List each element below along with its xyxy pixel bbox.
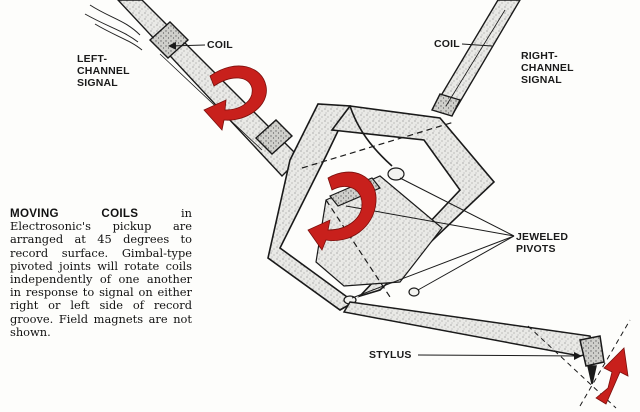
magnet-block (301, 121, 455, 301)
figure-caption: MOVING COILS in Electrosonic's pickup ar… (10, 206, 192, 339)
stylus-motion-arrow (595, 347, 629, 405)
label-jeweled-pivots-line-1: JEWELED (516, 231, 569, 243)
label-left-channel-line-1: LEFT- (77, 53, 108, 65)
label-left-channel-line-3: SIGNAL (77, 77, 118, 89)
caption-lead: MOVING COILS (10, 207, 139, 220)
label-stylus: STYLUS (369, 349, 412, 361)
label-left-channel-line-2: CHANNEL (77, 65, 130, 77)
caption-body: in Electrosonic's pickup are arranged at… (10, 206, 192, 339)
label-right-channel-line-1: RIGHT- (521, 50, 558, 62)
label-right-channel-line-2: CHANNEL (521, 62, 574, 74)
right-coil-arm (431, 0, 521, 117)
label-coil-left: COIL (207, 39, 233, 51)
left-coil-rotation-arrow (203, 65, 267, 131)
label-coil-right: COIL (434, 38, 460, 50)
label-jeweled-pivots-line-2: PIVOTS (516, 243, 556, 255)
center-coil-rotation-arrow (307, 171, 377, 251)
label-jeweled-pivots: JEWELED PIVOTS (516, 231, 568, 255)
red-rotation-arrows (203, 65, 629, 405)
gimbal-frame (267, 103, 496, 311)
left-coil-arm (117, 0, 301, 178)
label-right-channel-line-3: SIGNAL (521, 74, 562, 86)
label-right-channel-signal: RIGHT- CHANNEL SIGNAL (521, 50, 574, 86)
stylus-arm (342, 301, 631, 409)
signal-wires (84, 4, 143, 51)
label-left-channel-signal: LEFT- CHANNEL SIGNAL (77, 53, 130, 89)
